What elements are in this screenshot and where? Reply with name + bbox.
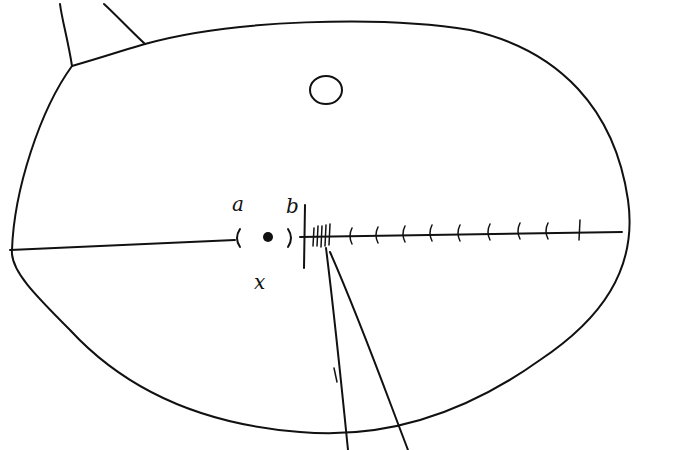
tail-line bbox=[104, 4, 145, 44]
body-outline bbox=[12, 22, 630, 434]
bracket-open bbox=[237, 229, 240, 247]
hatch-marks bbox=[313, 224, 330, 247]
divider-line bbox=[304, 205, 305, 268]
pointer-mark bbox=[334, 368, 337, 382]
point-label: b bbox=[286, 196, 299, 216]
pointer-line bbox=[326, 248, 348, 450]
tail-line bbox=[60, 4, 72, 66]
bracket-close bbox=[288, 229, 291, 247]
small-circle bbox=[310, 76, 342, 104]
point-dot bbox=[263, 232, 273, 242]
point-label: x bbox=[254, 272, 265, 292]
pointer-line bbox=[330, 252, 408, 450]
point-label: a bbox=[232, 194, 244, 214]
axis-line bbox=[10, 232, 622, 250]
tick-marks bbox=[350, 220, 580, 244]
